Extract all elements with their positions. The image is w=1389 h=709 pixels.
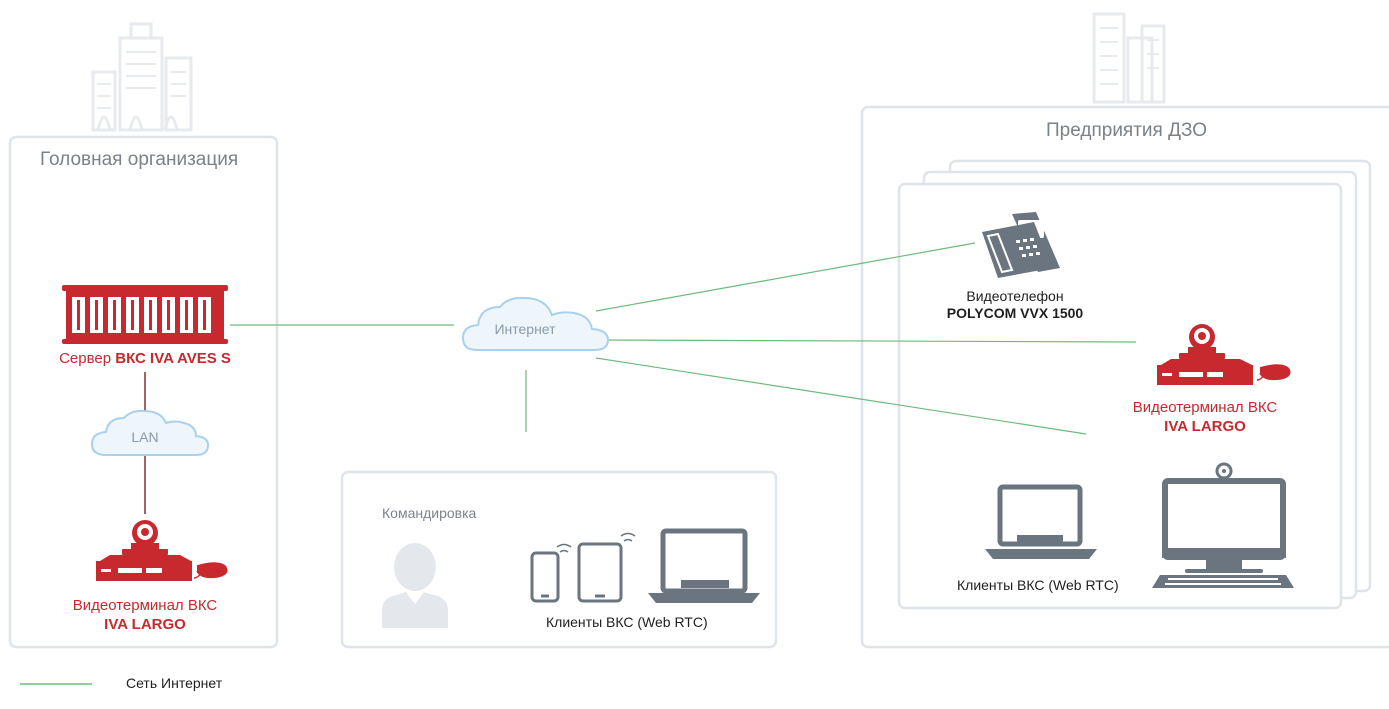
videophone-icon [982,212,1060,278]
subsidiary-card [897,182,1343,610]
head-office-frame [8,135,279,649]
server-icon [62,285,228,344]
subsidiaries-title: Предприятия ДЗО [1046,120,1208,141]
laptop-icon [648,528,760,603]
smartphone-icon [530,551,560,603]
head-office-title: Головная организация [40,149,239,170]
lan-cloud-icon [90,409,210,456]
city-buildings-icon [91,22,193,132]
trip-clients-label: Клиенты ВКС (Web RTC) [546,614,708,630]
internet-links [230,242,1137,435]
tablet-icon [577,542,623,603]
server-label-name: ВКС IVA AVES S [115,350,231,367]
videophone-label-line2: POLYCOM VVX 1500 [946,305,1084,321]
internet-cloud-label: Интернет [494,321,556,337]
head-terminal-label-line2: IVA LARGO [104,616,186,633]
office-buildings-icon [1092,12,1166,104]
desktop-computer-icon [1152,462,1294,588]
internet-cloud-icon [461,296,610,351]
laptop-icon [985,484,1097,559]
head-terminal-label-line1: Видеотерминал ВКС [72,597,218,614]
sub-terminal-label-line1: Видеотерминал ВКС [1132,399,1278,416]
tablet-wifi-icon [620,532,636,542]
lan-cloud-label: LAN [131,429,159,445]
sub-terminal-label-line2: IVA LARGO [1164,418,1246,435]
legend-label-internet: Сеть Интернет [126,675,223,691]
server-label: Сервер ВКС IVA AVES S [30,350,260,367]
server-label-prefix: Сервер [59,350,112,367]
video-terminal-icon [1157,324,1291,385]
smartphone-wifi-icon [556,543,572,553]
business-trip-title: Командировка [382,505,477,521]
videophone-label-line1: Видеотелефон [966,288,1064,304]
person-icon [382,543,448,628]
sub-clients-label: Клиенты ВКС (Web RTC) [957,577,1119,593]
video-terminal-icon [96,520,228,581]
